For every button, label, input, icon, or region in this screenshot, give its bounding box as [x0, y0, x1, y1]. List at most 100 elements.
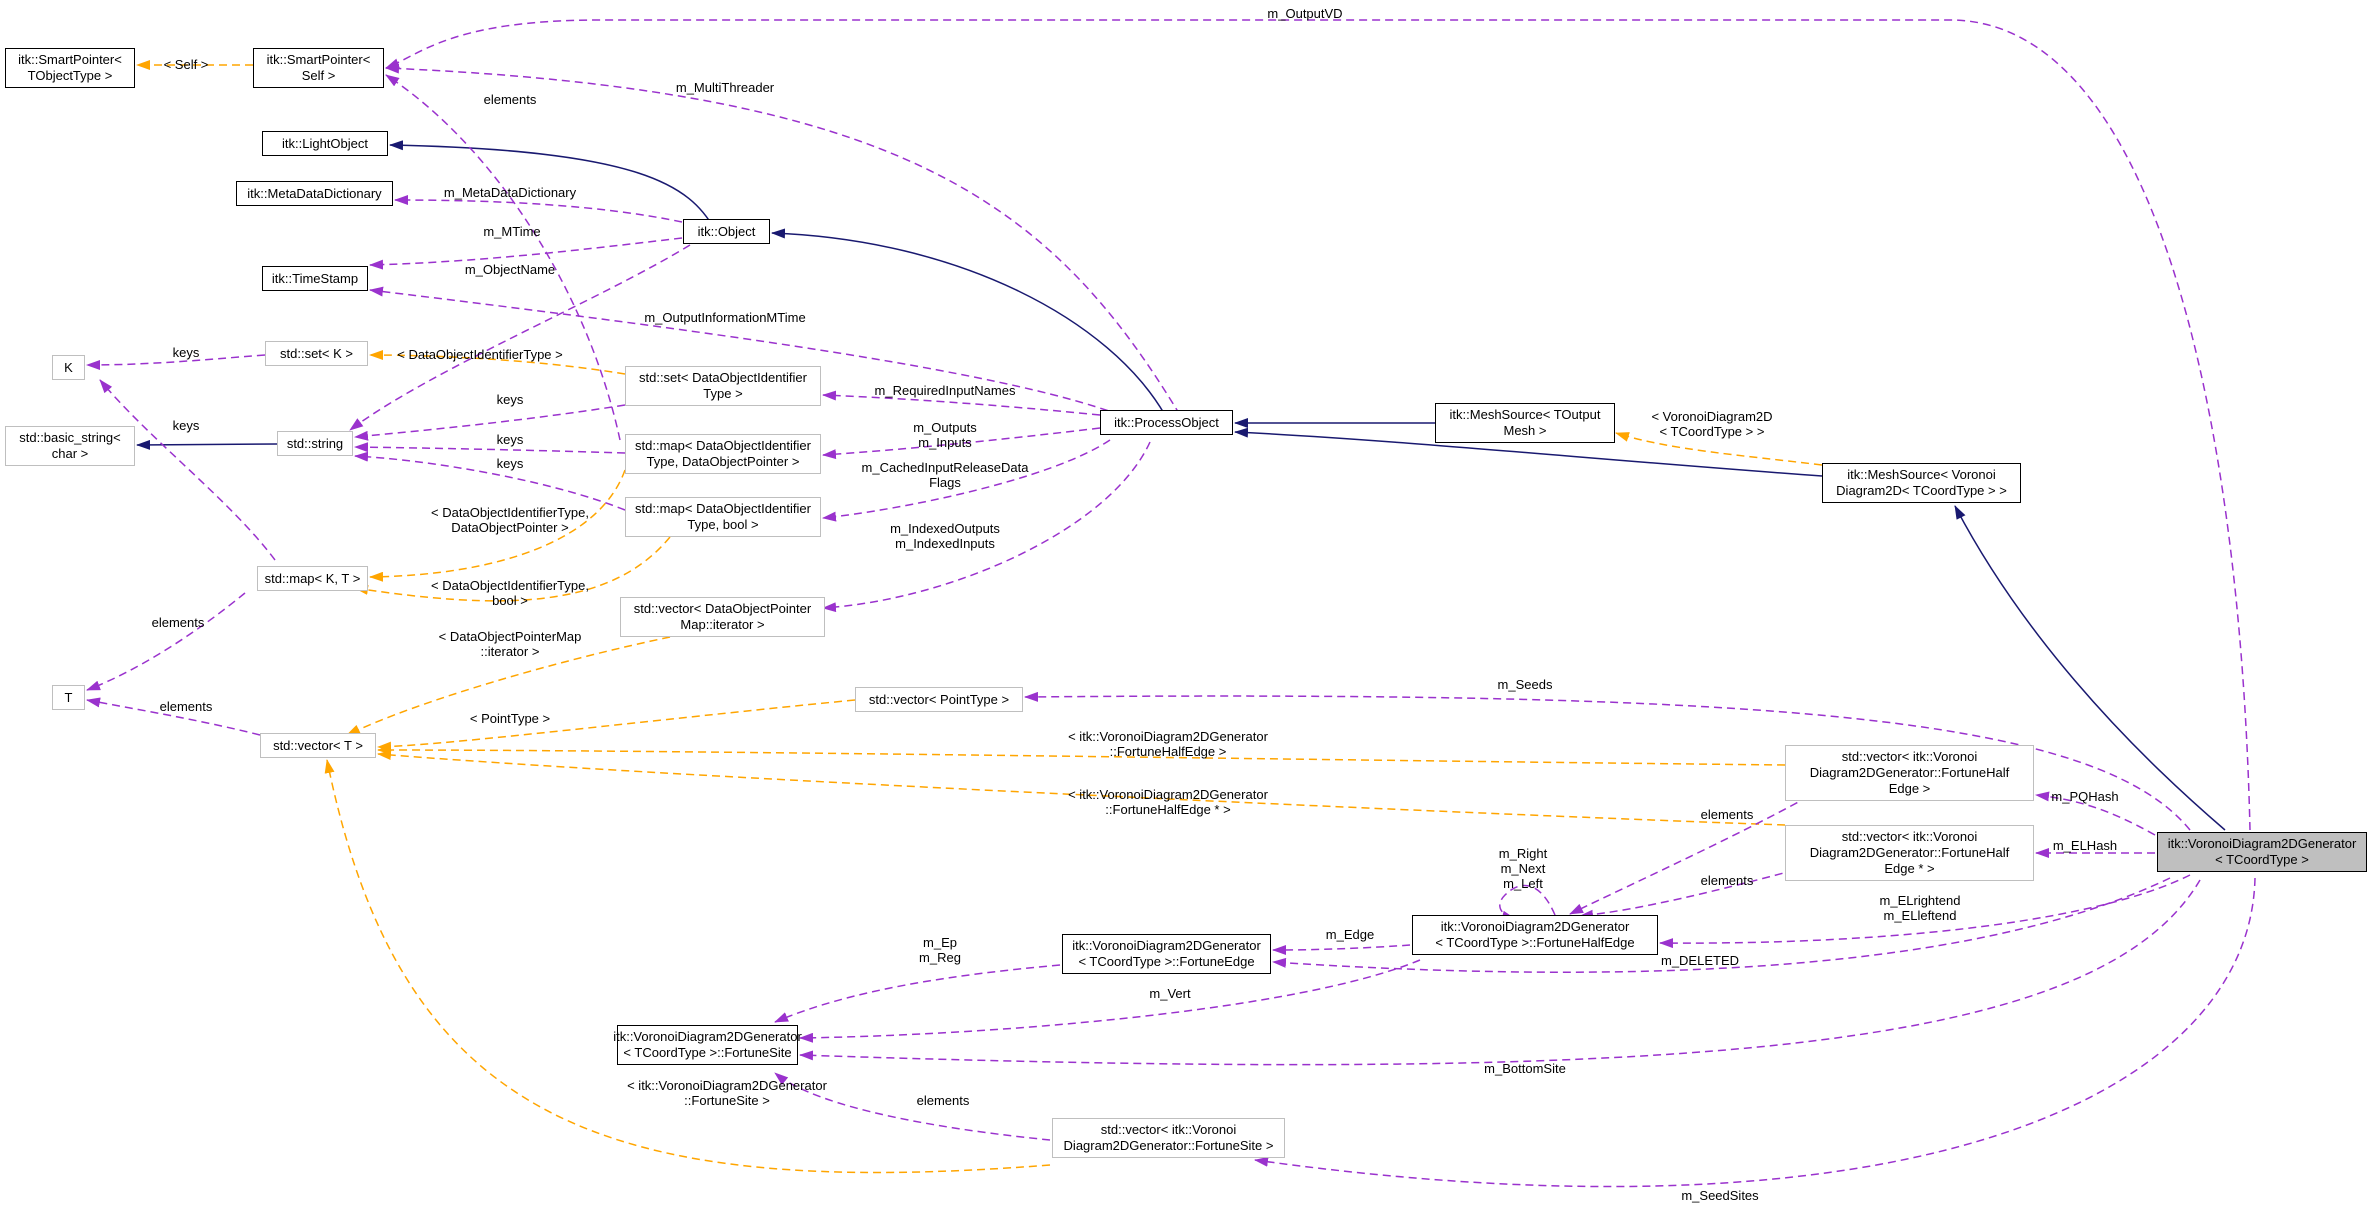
edge-use-bottomsite — [799, 879, 2201, 1066]
label-dataobjectbool-tmpl: < DataObjectIdentifierType,bool > — [431, 578, 589, 608]
node-smartpointer-self[interactable]: itk::SmartPointer<Self > — [253, 48, 384, 88]
edge-inherit-processobject-object — [771, 228, 1166, 416]
label-m-edge: m_Edge — [1325, 927, 1375, 942]
edge-use-cached — [822, 439, 1111, 522]
node-fortuneedge[interactable]: itk::VoronoiDiagram2DGenerator< TCoordTy… — [1062, 934, 1271, 974]
edge-tpl-vector-site — [324, 759, 1051, 1174]
node-metadatadictionary[interactable]: itk::MetaDataDictionary — [236, 181, 393, 206]
edge-inherit-string-basicstring — [136, 439, 278, 450]
label-m-multithreader: m_MultiThreader — [675, 80, 775, 95]
label-dataobjectpointer-tmpl: < DataObjectIdentifierType,DataObjectPoi… — [431, 505, 589, 535]
node-vector-t[interactable]: std::vector< T > — [260, 733, 376, 758]
edge-use-deleted — [1272, 877, 2171, 973]
label-m-mtime: m_MTime — [483, 224, 541, 239]
label-m-metadatadictionary: m_MetaDataDictionary — [443, 185, 577, 200]
label-m-requiredinputnames: m_RequiredInputNames — [874, 383, 1016, 398]
edge-use-elements-site — [774, 1072, 1051, 1141]
node-smartpointer-tobjecttype[interactable]: itk::SmartPointer<TObjectType > — [5, 48, 135, 88]
label-elements-site: elements — [916, 1093, 970, 1108]
edge-use-outputs — [822, 427, 1101, 460]
edge-use-elements-vt — [86, 697, 261, 736]
label-elements-top: elements — [483, 92, 537, 107]
node-processobject[interactable]: itk::ProcessObject — [1100, 410, 1233, 435]
edge-use-indexed — [822, 441, 1151, 613]
node-voronoidiagram2dgenerator[interactable]: itk::VoronoiDiagram2DGenerator< TCoordTy… — [2157, 832, 2367, 872]
edge-use-requiredinputnames — [822, 390, 1101, 416]
label-dataobjectiterator-tmpl: < DataObjectPointerMap::iterator > — [438, 629, 582, 659]
edge-use-elements-t — [86, 592, 246, 691]
edge-use-elements-smartptr — [385, 74, 621, 441]
node-map-k-t[interactable]: std::map< K, T > — [257, 566, 368, 591]
label-keys-set: keys — [496, 392, 524, 407]
label-m-pqhash: m_PQHash — [2051, 789, 2119, 804]
label-elements-t: elements — [151, 615, 205, 630]
label-elements-vt: elements — [159, 699, 213, 714]
node-set-k[interactable]: std::set< K > — [265, 341, 368, 366]
label-m-elhash: m_ELHash — [2052, 838, 2118, 853]
edge-use-keys-mapbool — [354, 451, 626, 511]
label-m-outputvd: m_OutputVD — [1267, 6, 1343, 21]
edge-use-seedsites — [1254, 877, 2256, 1188]
node-k[interactable]: K — [52, 355, 85, 380]
edge-use-keys-map — [354, 442, 626, 454]
edge-inherit-generator-meshsourcev — [1954, 505, 2226, 831]
label-keys-mapbool: keys — [496, 456, 524, 471]
edge-inherit-object-lightobject — [389, 140, 716, 231]
label-dataobjectidentifiertype: < DataObjectIdentifierType > — [397, 347, 563, 362]
edge-use-elements-he — [1569, 789, 1821, 915]
label-m-seeds: m_Seeds — [1497, 677, 1553, 692]
label-m-deleted: m_DELETED — [1660, 953, 1740, 968]
label-keys-map: keys — [496, 432, 524, 447]
label-halfedge-tmpl: < itk::VoronoiDiagram2DGenerator::Fortun… — [1068, 729, 1268, 759]
node-string[interactable]: std::string — [277, 431, 353, 456]
label-m-objectname: m_ObjectName — [464, 262, 556, 277]
node-timestamp[interactable]: itk::TimeStamp — [262, 266, 368, 291]
node-fortunesite[interactable]: itk::VoronoiDiagram2DGenerator< TCoordTy… — [613, 1025, 802, 1065]
node-fortunehalfedge[interactable]: itk::VoronoiDiagram2DGenerator< TCoordTy… — [1412, 915, 1658, 955]
label-elements-he: elements — [1700, 807, 1754, 822]
node-lightobject[interactable]: itk::LightObject — [262, 131, 388, 156]
label-voronoi2d: < VoronoiDiagram2D< TCoordType > > — [1651, 409, 1773, 439]
edge-use-objectname — [349, 244, 691, 431]
label-self: < Self > — [163, 57, 209, 72]
label-m-bottomsite: m_BottomSite — [1484, 1061, 1566, 1076]
edge-use-pqhash — [2035, 791, 2156, 836]
edge-tpl-vector-point — [377, 699, 856, 752]
edge-use-metadatadict — [394, 195, 683, 223]
node-vector-pointtype[interactable]: std::vector< PointType > — [855, 687, 1023, 712]
edge-inherit-meshsourcev-processobject — [1234, 427, 1823, 477]
node-t[interactable]: T — [52, 685, 85, 710]
label-keys-left: keys — [172, 418, 200, 433]
node-object[interactable]: itk::Object — [683, 219, 770, 244]
edge-tpl-vector-halfedge-ptr — [377, 750, 1786, 826]
edge-use-multithreader — [385, 63, 1181, 416]
edge-use-keys-left — [99, 379, 276, 561]
node-basic-string[interactable]: std::basic_string<char > — [5, 426, 135, 466]
edge-use-elrightend — [1659, 874, 2191, 949]
edge-use-vert — [799, 959, 1421, 1043]
label-m-seedsites: m_SeedSites — [1681, 1188, 1759, 1203]
edge-tpl-map-ptr — [369, 469, 626, 582]
edge-use-outputinfomtime — [369, 286, 1121, 416]
edge-tpl-set — [369, 350, 626, 375]
edge-tpl-map-bool — [354, 536, 671, 602]
label-elements-heptr: elements — [1700, 873, 1754, 888]
label-halfedge-ptr-tmpl: < itk::VoronoiDiagram2DGenerator::Fortun… — [1068, 787, 1268, 817]
label-m-vert: m_Vert — [1149, 986, 1191, 1001]
edge-use-keys-k — [86, 354, 266, 370]
